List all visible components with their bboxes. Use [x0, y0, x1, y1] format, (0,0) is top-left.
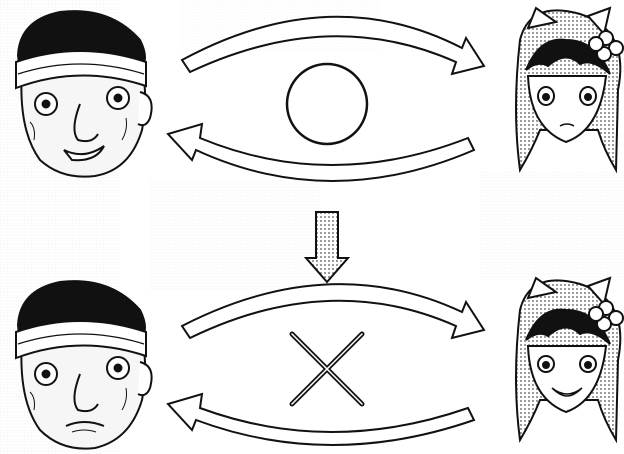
old-man-worried-face-icon [16, 281, 152, 449]
cat-eared-girl-smiling-icon [516, 278, 623, 440]
cat-eared-girl-icon [516, 8, 623, 170]
old-man-face-icon [16, 11, 152, 177]
cross-icon [292, 334, 362, 404]
arrow-left-icon [168, 394, 474, 445]
circle-icon [287, 64, 367, 144]
arrow-right-icon [182, 284, 484, 338]
